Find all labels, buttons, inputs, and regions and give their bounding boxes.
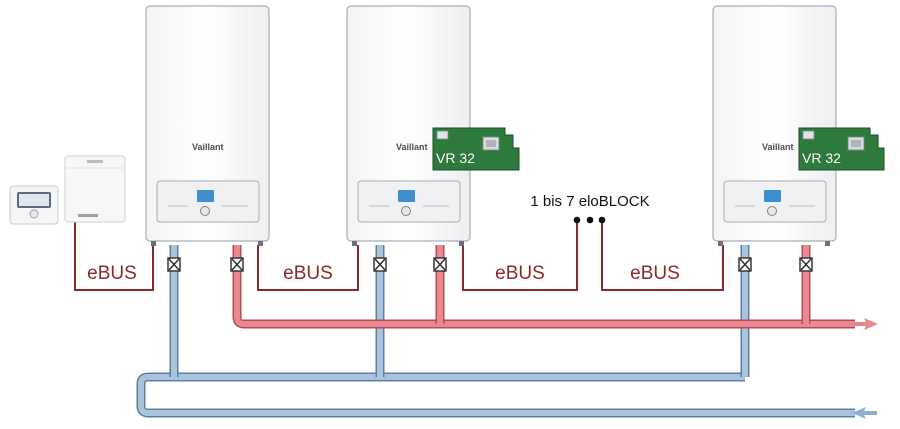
boiler-dial-icon: [767, 206, 777, 216]
boiler-display: [398, 190, 415, 202]
pcb-connector-icon: [802, 130, 815, 140]
boiler-brand-logo: Vaillant: [762, 142, 794, 152]
supply-main-pipe: [232, 245, 855, 329]
boiler-1: Vaillant: [145, 5, 270, 246]
ebus-label-3: eBUS: [495, 263, 545, 284]
vr32-label: VR 32: [802, 150, 841, 166]
valve-icon: [167, 257, 181, 272]
valve-icon: [799, 257, 813, 272]
ebus-wire-2: [257, 245, 359, 291]
ebus-label-4: eBUS: [630, 263, 680, 284]
boiler-dial-icon: [401, 206, 411, 216]
boiler-brand-logo: Vaillant: [192, 142, 224, 152]
boiler-dial-icon: [200, 206, 210, 216]
boiler-display: [764, 190, 781, 202]
valve-icon: [738, 257, 752, 272]
boiler-2: Vaillant: [346, 5, 471, 246]
vr32-label: VR 32: [436, 150, 475, 166]
system-control-box: [64, 155, 126, 223]
boiler-count-label: 1 bis 7 eloBLOCK: [530, 193, 649, 210]
boiler-brand-logo: Vaillant: [396, 142, 428, 152]
valves: [167, 257, 813, 272]
ebus-wire-3: [462, 222, 578, 291]
room-controller: [9, 185, 59, 225]
valve-icon: [433, 257, 447, 272]
pcb-connector-icon: [436, 130, 449, 140]
return-arrow-icon: [852, 407, 866, 419]
controller-knob-icon: [29, 209, 39, 219]
vr32-module-2: VR 32: [798, 127, 885, 171]
valve-icon: [230, 257, 244, 272]
return-main-pipe: [136, 372, 855, 418]
vr32-module-1: VR 32: [432, 127, 520, 171]
ellipsis-dots-icon: [573, 216, 606, 224]
boiler-3: Vaillant: [712, 5, 837, 246]
valve-icon: [373, 257, 387, 272]
ebus-wiring: [74, 222, 724, 291]
ebus-wire-1: [74, 222, 154, 291]
ebus-wire-4: [601, 222, 724, 291]
ebus-label-1: eBUS: [87, 263, 137, 284]
boiler-display: [197, 190, 214, 202]
supply-arrow-icon: [864, 318, 878, 330]
ebus-label-2: eBUS: [283, 263, 333, 284]
supply-pipe-network: [232, 245, 855, 329]
